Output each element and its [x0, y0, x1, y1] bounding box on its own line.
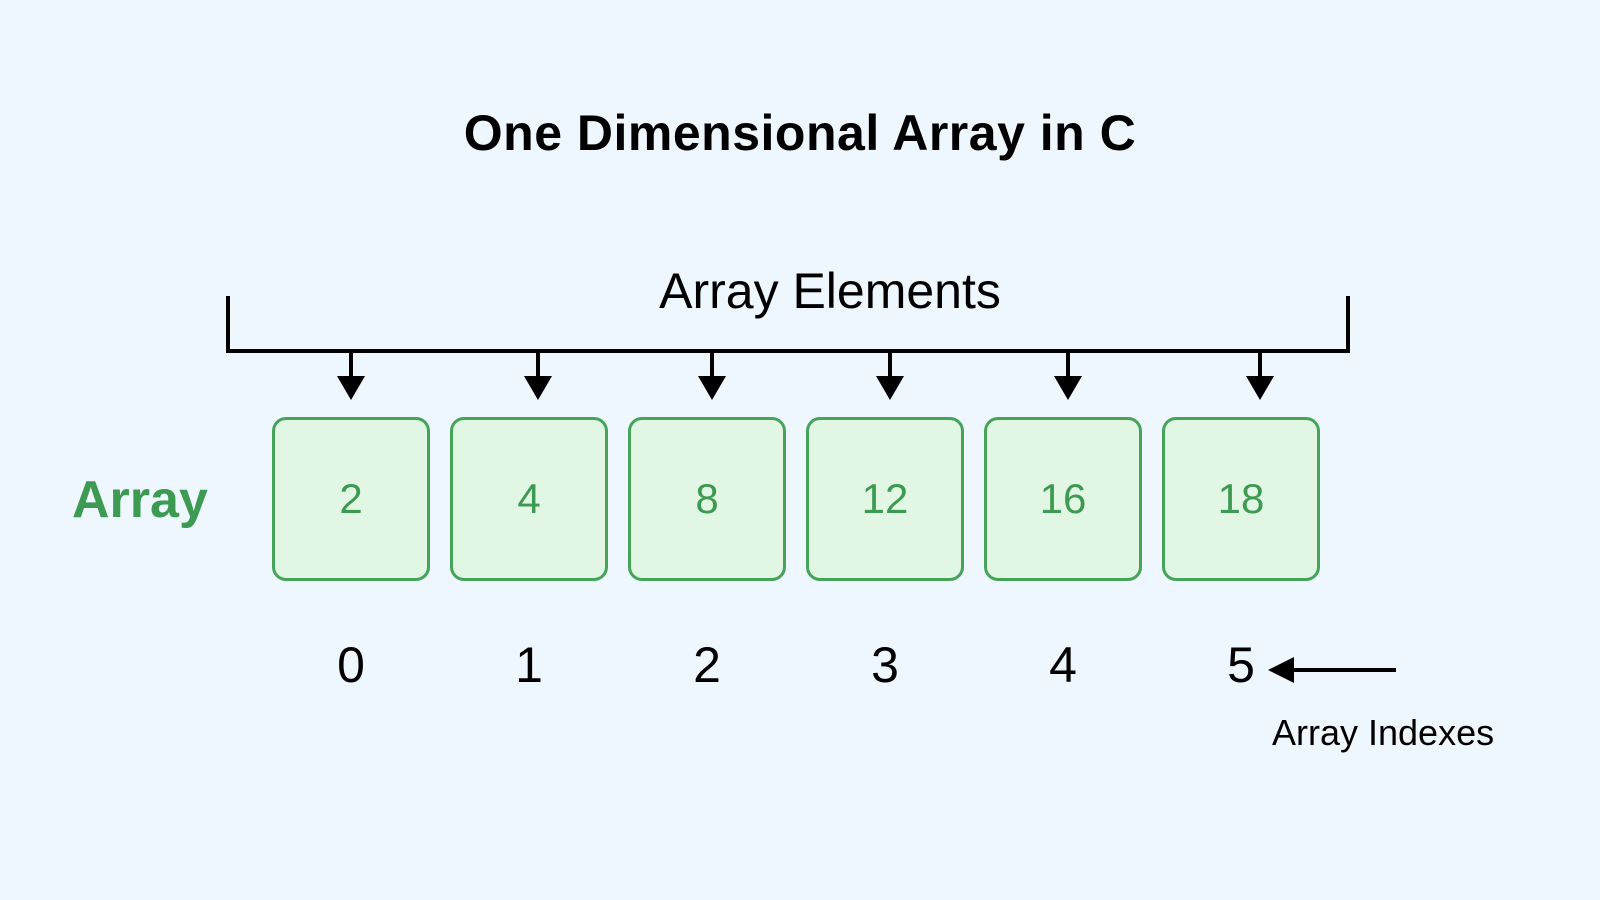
array-label: Array [72, 471, 208, 529]
array-indexes: 0 1 2 3 4 5 [272, 636, 1320, 694]
array-elements-label: Array Elements [659, 263, 1001, 319]
array-cell: 18 [1162, 417, 1320, 581]
element-arrow [1246, 351, 1274, 400]
array-index: 3 [871, 637, 899, 693]
array-cell: 4 [450, 417, 608, 581]
element-arrows [337, 351, 1274, 400]
array-indexes-label: Array Indexes [1272, 712, 1495, 753]
array-cell: 8 [628, 417, 786, 581]
element-arrow [876, 351, 904, 400]
array-cell: 2 [272, 417, 430, 581]
array-cells: 2 4 8 12 16 18 [272, 417, 1320, 581]
array-cell: 12 [806, 417, 964, 581]
array-index: 4 [1049, 637, 1077, 693]
diagram-title: One Dimensional Array in C [463, 105, 1137, 161]
elements-bracket [226, 296, 1350, 353]
array-cell: 16 [984, 417, 1142, 581]
element-arrow [1054, 351, 1082, 400]
array-index: 0 [337, 637, 365, 693]
index-arrow [1268, 657, 1396, 683]
element-arrow [337, 351, 365, 400]
array-index: 5 [1227, 637, 1255, 693]
array-index: 1 [515, 637, 543, 693]
array-index: 2 [693, 637, 721, 693]
element-arrow [698, 351, 726, 400]
element-arrow [524, 351, 552, 400]
